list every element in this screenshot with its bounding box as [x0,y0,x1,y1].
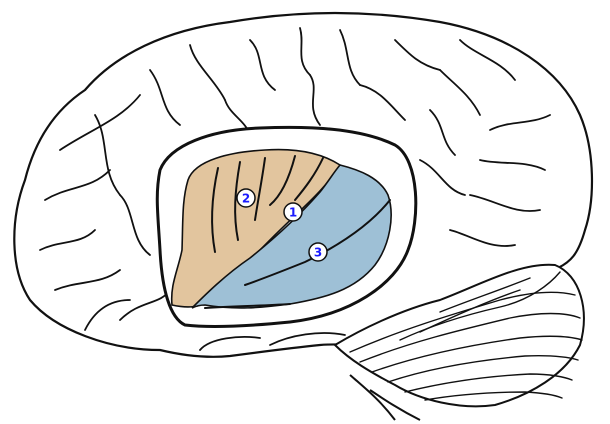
insula-sulci [204,155,391,309]
marker-1-label: 1 [289,206,297,220]
marker-2: 2 [236,188,256,208]
marker-1: 1 [283,202,303,222]
marker-3: 3 [308,242,328,262]
sulci-lines [39,27,551,351]
cerebellum [333,263,585,421]
marker-3-label: 3 [314,246,322,260]
marker-2-label: 2 [242,192,250,206]
